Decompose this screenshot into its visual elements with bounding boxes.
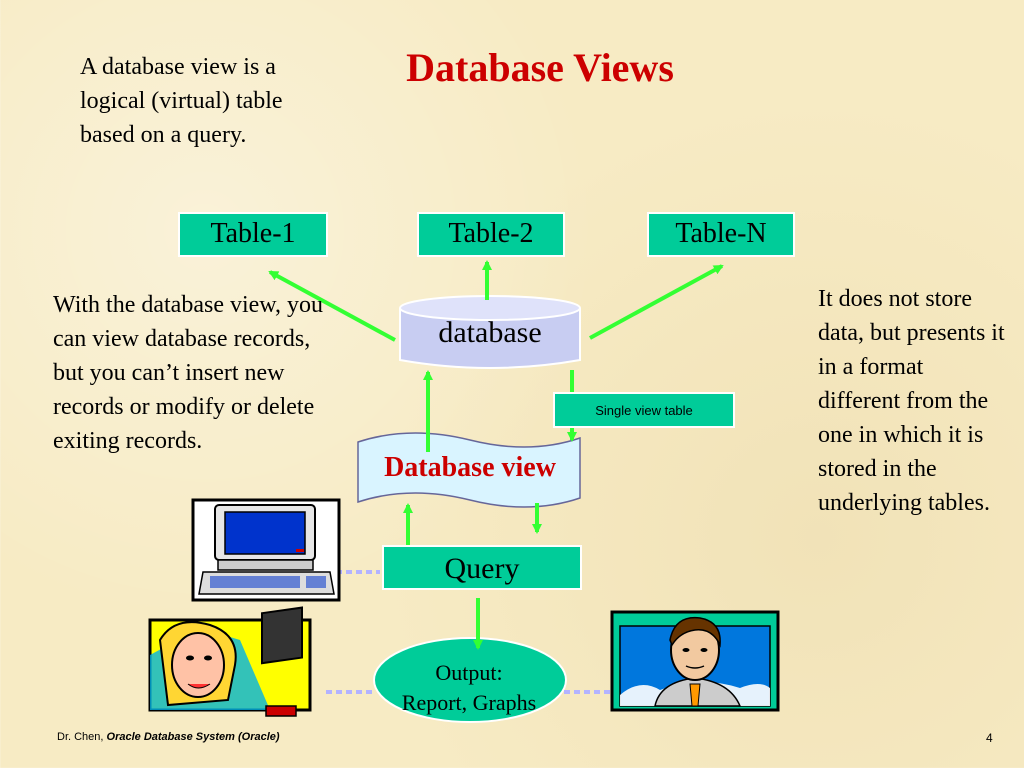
output-line-1: Output: <box>435 660 503 685</box>
businessman-icon <box>610 610 780 712</box>
output-label: Output: Report, Graphs <box>376 658 562 718</box>
database-cylinder <box>399 295 581 369</box>
query-box: Query <box>382 545 582 590</box>
output-line-2: Report, Graphs <box>401 690 537 715</box>
database-view-label: Database view <box>384 452 556 483</box>
table-n-box: Table-N <box>647 212 795 257</box>
table-1-box: Table-1 <box>178 212 328 257</box>
footer-credit: Dr. Chen, Oracle Database System (Oracle… <box>57 731 280 743</box>
intro-text: A database view is a logical (virtual) t… <box>80 54 283 148</box>
arrow-db-to-tablen <box>589 264 724 340</box>
right-description: It does not store data, but presents it … <box>818 286 1005 516</box>
arrow-db-to-table1 <box>268 270 396 342</box>
left-description: With the database view, you can view dat… <box>53 292 324 454</box>
footer-author: Dr. Chen, <box>57 731 104 743</box>
single-view-table-box: Single view table <box>553 392 735 428</box>
page-title: Database Views <box>406 45 674 90</box>
footer-course: Oracle Database System (Oracle) <box>106 731 280 743</box>
woman-at-computer-icon <box>148 606 312 717</box>
page-number: 4 <box>986 731 993 745</box>
computer-terminal-icon <box>191 498 341 602</box>
database-view-banner <box>357 432 581 508</box>
database-label: database <box>438 316 542 349</box>
table-2-box: Table-2 <box>417 212 565 257</box>
output-ellipse <box>373 637 567 723</box>
